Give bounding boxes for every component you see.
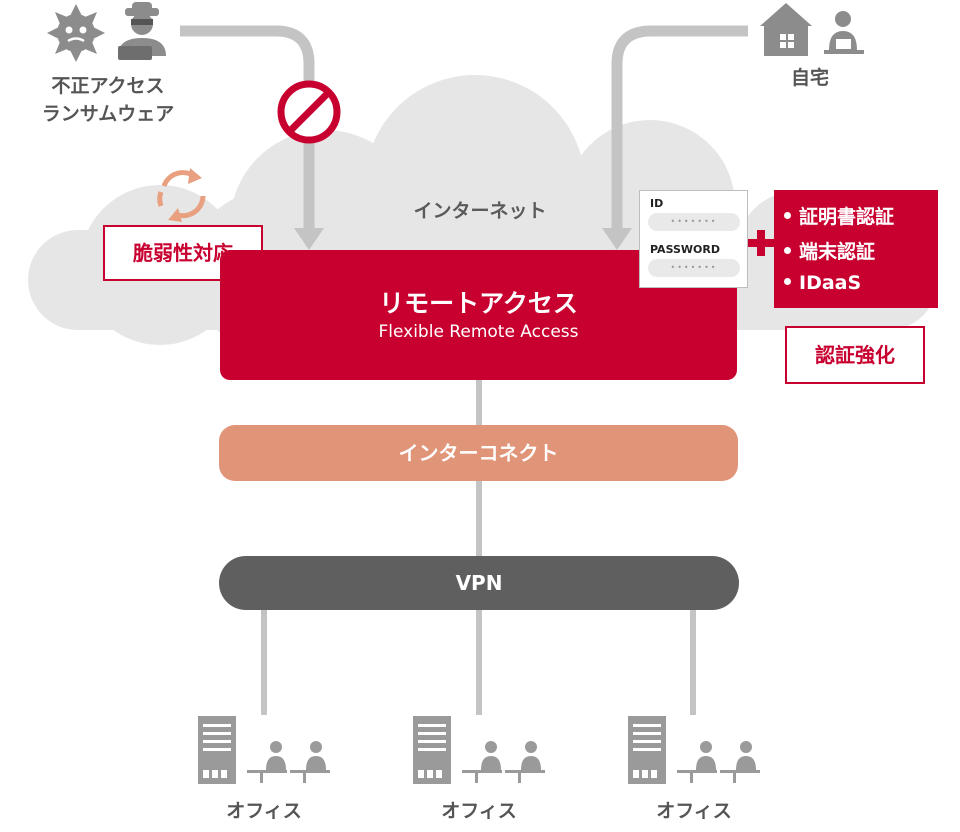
office-icon-1: [198, 716, 330, 784]
threat-label-line2: ランサムウェア: [41, 103, 175, 125]
virus-icon: [47, 4, 105, 62]
auth-method-certificate: 証明書認証: [784, 202, 894, 229]
id-field: •••••••: [648, 213, 740, 231]
connectors: [261, 380, 696, 715]
threat-label-line1: 不正アクセス: [51, 75, 165, 97]
threat-arrow: [180, 25, 315, 232]
office-icon-3: [628, 716, 760, 784]
home-label: 自宅: [790, 67, 829, 89]
password-field: •••••••: [648, 259, 740, 277]
hacker-icon: [118, 2, 166, 60]
internet-label: インターネット: [413, 200, 547, 222]
remote-access-subtitle: Flexible Remote Access: [378, 322, 579, 342]
auth-method-idaas-label: IDaaS: [799, 272, 862, 294]
auth-method-device-label: 端末認証: [799, 241, 876, 263]
password-label: PASSWORD: [650, 243, 721, 256]
home-arrowhead: [602, 228, 632, 250]
auth-method-idaas: IDaaS: [784, 272, 861, 294]
remote-access-title: リモートアクセス: [379, 289, 578, 318]
office-label-2: オフィス: [441, 800, 517, 822]
home-arrow: [611, 25, 748, 232]
office-icon-2: [413, 716, 545, 784]
interconnect-bar: インターコネクト: [219, 425, 738, 481]
auth-method-device: 端末認証: [784, 237, 875, 264]
vpn-bar: VPN: [219, 556, 739, 610]
block-icon: [277, 80, 341, 144]
auth-strengthening-box: 認証強化: [785, 326, 925, 384]
login-card: ID ••••••• PASSWORD •••••••: [639, 190, 748, 288]
refresh-arrowhead-1: [188, 168, 202, 184]
plus-icon: [748, 230, 774, 256]
office-label-3: オフィス: [656, 800, 732, 822]
threat-label: 不正アクセス ランサムウェア: [18, 72, 198, 128]
refresh-arrowhead-2: [168, 208, 182, 222]
house-icon: [760, 3, 812, 56]
auth-method-certificate-label: 証明書認証: [799, 206, 895, 228]
id-label: ID: [650, 197, 664, 210]
remote-worker-icon: [824, 11, 864, 54]
office-label-1: オフィス: [226, 800, 302, 822]
auth-methods-box: 証明書認証 端末認証 IDaaS: [774, 190, 938, 308]
threat-arrowhead: [294, 228, 324, 250]
